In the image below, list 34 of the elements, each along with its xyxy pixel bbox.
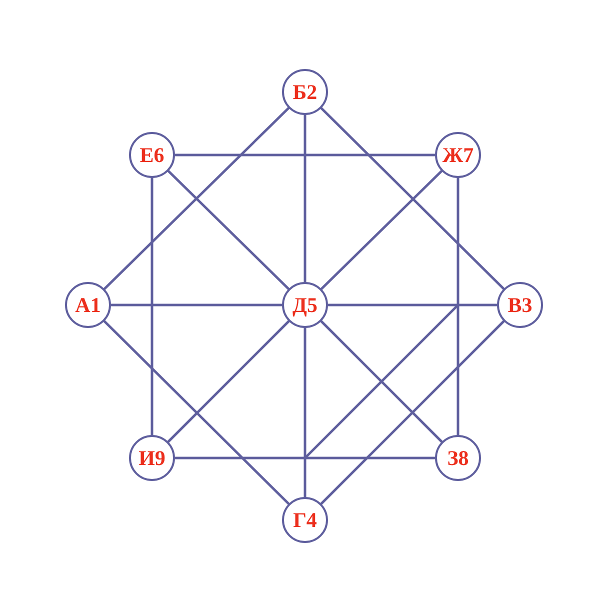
circle-node — [282, 69, 328, 115]
circle-node — [435, 435, 481, 481]
connector-line — [304, 327, 306, 498]
connector-line — [304, 114, 306, 283]
node-label: З8 — [447, 448, 469, 468]
node-label: А1 — [75, 294, 101, 316]
connector-line — [320, 170, 444, 290]
node-label: Г4 — [293, 510, 317, 530]
circle-node — [65, 282, 111, 328]
connector-line — [150, 177, 154, 436]
circle-node — [497, 282, 543, 328]
connector-line — [174, 456, 436, 460]
node-label: И9 — [138, 448, 166, 468]
circle-node — [435, 132, 481, 178]
node-label: Ж7 — [442, 144, 474, 166]
connector-line — [327, 304, 498, 306]
connector-line — [166, 320, 290, 444]
connector-line — [102, 106, 290, 290]
circle-node — [129, 132, 175, 178]
connector-line — [174, 154, 436, 156]
connector-line — [102, 320, 290, 506]
node-label: Е6 — [140, 144, 164, 166]
node-label: Д5 — [292, 294, 318, 316]
circle-node — [282, 282, 328, 328]
connector-line — [320, 320, 506, 506]
circle-node — [129, 435, 175, 481]
node-label: В3 — [508, 294, 532, 316]
connector-line — [166, 170, 290, 290]
circle-node — [282, 497, 328, 543]
connector-line — [320, 106, 506, 290]
connector-line — [320, 320, 444, 444]
connector-line — [110, 304, 283, 306]
connector-line — [456, 177, 460, 436]
node-label: Б2 — [292, 82, 318, 102]
